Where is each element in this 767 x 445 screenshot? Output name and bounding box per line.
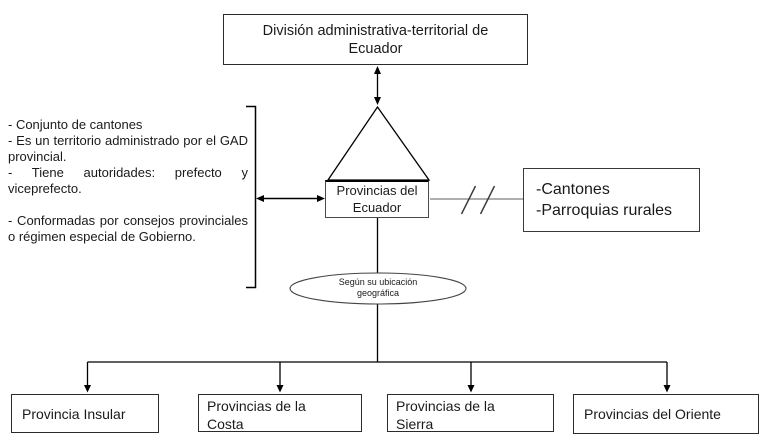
right-box: -Cantones -Parroquias rurales <box>523 168 700 232</box>
right-box-item: -Parroquias rurales <box>536 202 673 219</box>
arrowhead-sierra <box>467 385 475 393</box>
right-box-item: -Cantones <box>536 181 610 198</box>
note-item: - Tiene autoridades: prefecto y vicepref… <box>8 165 248 196</box>
note-item: - Conjunto de cantones <box>8 117 143 132</box>
box-label: Provincias del Oriente <box>584 406 721 422</box>
box-label: Provincia Insular <box>22 405 126 422</box>
interrupted-connector <box>430 185 523 215</box>
box-provincias-costa: Provincias de la Costa <box>198 394 362 432</box>
vertical-double-arrow <box>374 66 381 105</box>
left-notes: - Conjunto de cantones - Es un territori… <box>8 117 248 245</box>
box-label: Provincias de la Sierra <box>396 398 495 432</box>
ellipse-label: Según su ubicación geográfica <box>338 277 418 298</box>
left-bracket <box>246 105 257 289</box>
ellipse-shape <box>289 272 467 305</box>
title-box-label: División administrativa-territorial de E… <box>262 22 489 57</box>
note-item: - Es un territorio administrado por el G… <box>8 133 248 164</box>
box-label: Provincias de la Costa <box>207 398 306 432</box>
arrowhead-costa <box>276 385 284 393</box>
box-provincias-sierra: Provincias de la Sierra <box>387 394 554 432</box>
arrowhead-oriente <box>663 385 671 393</box>
center-box: Provincias del Ecuador <box>325 180 429 218</box>
box-provincias-oriente: Provincias del Oriente <box>573 394 759 434</box>
hierarchy-connector <box>84 361 671 393</box>
triangle-shape <box>326 105 431 181</box>
title-box: División administrativa-territorial de E… <box>223 14 528 65</box>
arrowhead-insular <box>84 385 91 393</box>
slash-2 <box>479 185 496 215</box>
box-provincia-insular: Provincia Insular <box>11 394 159 433</box>
horizontal-double-arrow <box>256 195 325 202</box>
note-item: - Conformadas por consejos provinciales … <box>8 213 248 244</box>
slash-1 <box>460 185 477 215</box>
center-box-label: Provincias del Ecuador <box>336 183 418 215</box>
